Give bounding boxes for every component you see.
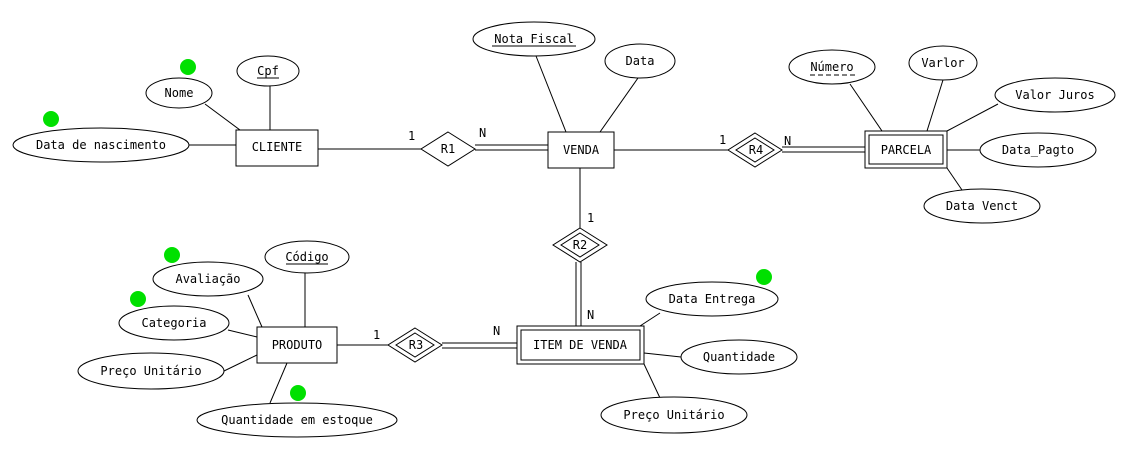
green-dot-marker bbox=[43, 111, 59, 127]
attribute-avaliacao-label: Avaliação bbox=[175, 272, 240, 286]
attribute-categoria-label: Categoria bbox=[141, 316, 206, 330]
connector-line bbox=[926, 79, 944, 132]
attribute-preco-unitario-produto[interactable]: Preço Unitário bbox=[77, 352, 225, 390]
attribute-codigo-label: Código bbox=[285, 250, 328, 264]
green-dot-marker bbox=[290, 385, 306, 401]
attribute-categoria[interactable]: Categoria bbox=[118, 305, 230, 341]
relationship-r2-label: R2 bbox=[573, 238, 587, 252]
cardinality-r1-cliente: 1 bbox=[408, 129, 415, 143]
green-dot-marker bbox=[164, 247, 180, 263]
attribute-preco-unitario-item-label: Preço Unitário bbox=[623, 408, 724, 422]
attribute-cpf-label: Cpf bbox=[257, 64, 279, 78]
attribute-varlor-label: Varlor bbox=[921, 56, 964, 70]
attribute-cpf[interactable]: Cpf bbox=[236, 55, 300, 87]
attribute-quantidade-em-estoque[interactable]: Quantidade em estoque bbox=[196, 402, 398, 438]
attribute-quantidade-label: Quantidade bbox=[703, 350, 775, 364]
connector-line bbox=[204, 103, 241, 131]
green-dot-marker bbox=[130, 291, 146, 307]
attribute-nota-fiscal-label: Nota Fiscal bbox=[494, 32, 573, 46]
cardinality-r4-venda: 1 bbox=[719, 133, 726, 147]
attribute-data-pagto[interactable]: Data_Pagto bbox=[979, 132, 1097, 168]
attribute-valor-juros[interactable]: Valor Juros bbox=[994, 77, 1116, 113]
connector-line bbox=[227, 329, 258, 338]
green-dot-marker bbox=[180, 59, 196, 75]
attribute-preco-unitario-produto-label: Preço Unitário bbox=[100, 364, 201, 378]
relationship-r1[interactable]: R1 bbox=[420, 131, 476, 167]
attribute-data-de-nascimento-label: Data de nascimento bbox=[36, 138, 166, 152]
attribute-quantidade[interactable]: Quantidade bbox=[680, 339, 798, 375]
entity-cliente-label: CLIENTE bbox=[252, 140, 303, 154]
connector-line bbox=[269, 362, 288, 404]
connector-line bbox=[223, 354, 258, 372]
connector-line bbox=[946, 167, 963, 191]
relationship-r4-label: R4 bbox=[749, 143, 763, 157]
relationship-r4[interactable]: R4 bbox=[727, 132, 783, 168]
connector-line bbox=[946, 103, 999, 132]
entity-venda[interactable]: VENDA bbox=[547, 131, 615, 169]
attribute-quantidade-em-estoque-label: Quantidade em estoque bbox=[221, 413, 373, 427]
attribute-data-entrega[interactable]: Data Entrega bbox=[645, 281, 779, 317]
attribute-varlor[interactable]: Varlor bbox=[908, 45, 978, 81]
attribute-data-venct[interactable]: Data Venct bbox=[923, 188, 1041, 224]
connector-line bbox=[535, 55, 567, 133]
attribute-nota-fiscal[interactable]: Nota Fiscal bbox=[472, 21, 596, 57]
green-markers bbox=[43, 59, 772, 401]
relationship-r1-label: R1 bbox=[441, 142, 455, 156]
green-dot-marker bbox=[756, 269, 772, 285]
cardinality-r2-venda: 1 bbox=[587, 211, 594, 225]
relationship-r3-label: R3 bbox=[409, 338, 423, 352]
entity-produto[interactable]: PRODUTO bbox=[256, 326, 338, 364]
entity-parcela[interactable]: PARCELA bbox=[864, 130, 948, 169]
cardinality-r4-parcela: N bbox=[784, 134, 791, 148]
attribute-data-pagto-label: Data_Pagto bbox=[1002, 143, 1074, 157]
attribute-preco-unitario-item[interactable]: Preço Unitário bbox=[600, 396, 748, 434]
connector-line bbox=[599, 77, 639, 133]
cardinality-r3-produto: 1 bbox=[373, 328, 380, 342]
attribute-data-label: Data bbox=[626, 54, 655, 68]
connector-lines bbox=[189, 55, 999, 404]
attribute-numero[interactable]: Número bbox=[788, 49, 876, 85]
relationship-r3[interactable]: R3 bbox=[387, 327, 443, 363]
attribute-data[interactable]: Data bbox=[604, 43, 676, 79]
relationship-r2[interactable]: R2 bbox=[552, 227, 608, 263]
cardinality-r3-item: N bbox=[493, 324, 500, 338]
cardinality-r1-venda: N bbox=[479, 126, 486, 140]
connector-line bbox=[639, 312, 661, 327]
entity-parcela-label: PARCELA bbox=[881, 143, 932, 157]
connector-line bbox=[849, 83, 883, 132]
attribute-nome-label: Nome bbox=[165, 86, 194, 100]
entity-produto-label: PRODUTO bbox=[272, 338, 323, 352]
connector-line bbox=[643, 352, 682, 358]
attribute-data-venct-label: Data Venct bbox=[946, 199, 1018, 213]
cardinality-r2-item: N bbox=[587, 308, 594, 322]
entity-cliente[interactable]: CLIENTE bbox=[235, 129, 319, 167]
attribute-codigo[interactable]: Código bbox=[264, 240, 350, 274]
attribute-avaliacao[interactable]: Avaliação bbox=[152, 261, 264, 297]
entity-item-de-venda[interactable]: ITEM DE VENDA bbox=[516, 325, 645, 365]
connector-line bbox=[247, 294, 263, 328]
entity-item-de-venda-label: ITEM DE VENDA bbox=[533, 338, 628, 352]
attribute-numero-label: Número bbox=[810, 60, 853, 74]
attribute-valor-juros-label: Valor Juros bbox=[1015, 88, 1094, 102]
attribute-data-entrega-label: Data Entrega bbox=[669, 292, 756, 306]
connector-line bbox=[643, 363, 661, 399]
entity-venda-label: VENDA bbox=[563, 143, 600, 157]
attribute-nome[interactable]: Nome bbox=[145, 77, 213, 109]
attribute-data-de-nascimento[interactable]: Data de nascimento bbox=[12, 127, 190, 163]
